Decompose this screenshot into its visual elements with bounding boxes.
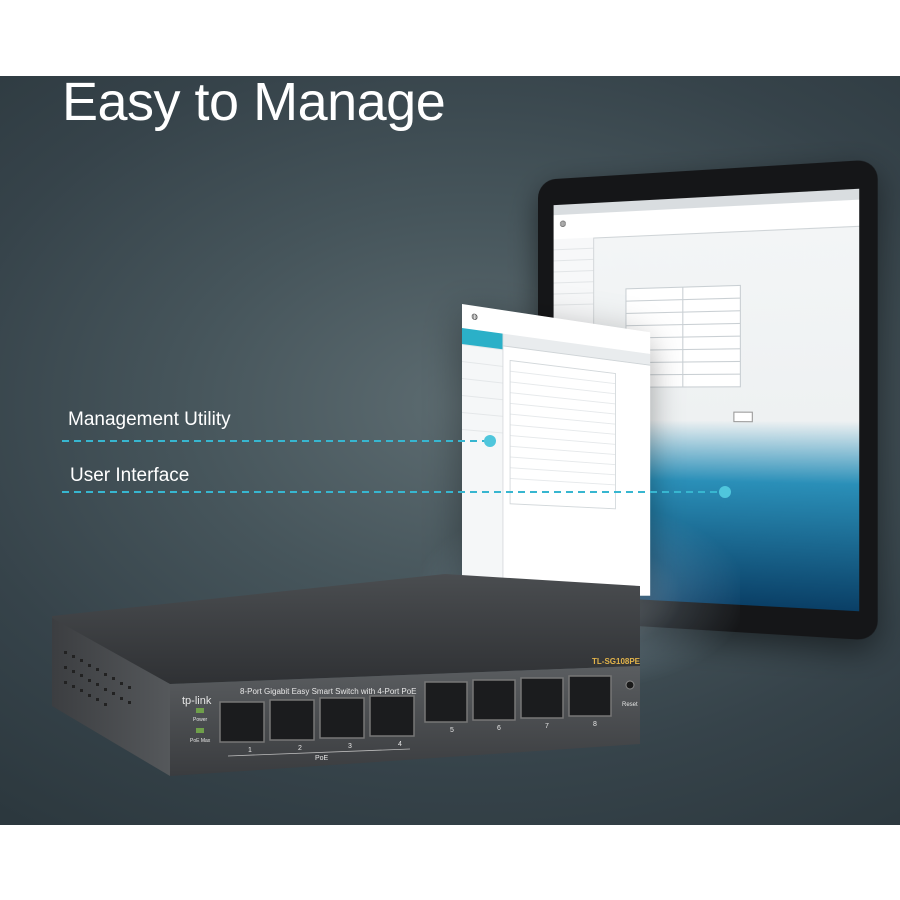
hero-scene: Easy to Manage ◍ ◍ — [0, 76, 900, 825]
headline: Easy to Manage — [62, 76, 446, 132]
user-interface-dot — [719, 486, 731, 498]
switch-top — [52, 574, 640, 684]
power-label: Power — [193, 717, 208, 723]
port-8 — [568, 675, 612, 717]
reset-label: Reset — [622, 702, 638, 708]
user-interface-label: User Interface — [70, 465, 190, 486]
port-number: 1 — [248, 747, 252, 754]
port-number: 7 — [545, 723, 549, 730]
management-utility-dot — [484, 435, 496, 447]
management-utility-label: Management Utility — [68, 409, 231, 430]
port-number: 5 — [450, 727, 454, 734]
port-number: 2 — [298, 745, 302, 752]
poe-max-label: PoE Max — [190, 738, 211, 744]
port-number-labels: 1 2 3 4 5 6 7 8 — [248, 721, 597, 754]
power-led — [196, 708, 204, 713]
switch-model: TL-SG108PE — [592, 657, 641, 666]
switch-description: 8-Port Gigabit Easy Smart Switch with 4-… — [240, 687, 417, 696]
port-number: 8 — [593, 721, 597, 728]
port-number: 3 — [348, 743, 352, 750]
port-3 — [319, 697, 365, 739]
poe-label: PoE — [315, 755, 329, 762]
reset-button — [625, 680, 635, 690]
poe-bracket — [227, 748, 411, 757]
port-7 — [520, 677, 564, 719]
poe-max-led — [196, 728, 204, 733]
callout-lines — [62, 435, 731, 498]
port-5 — [424, 681, 468, 723]
network-switch: tp-link 8-Port Gigabit Easy Smart Switch… — [52, 574, 641, 776]
switch-vents — [64, 651, 131, 706]
port-4 — [369, 695, 415, 737]
ethernet-ports — [219, 675, 612, 743]
switch-brand: tp-link — [182, 695, 212, 707]
port-6 — [472, 679, 516, 721]
port-2 — [269, 699, 315, 741]
port-number: 4 — [398, 741, 402, 748]
port-1 — [219, 701, 265, 743]
switch-side — [52, 618, 170, 776]
port-number: 6 — [497, 725, 501, 732]
